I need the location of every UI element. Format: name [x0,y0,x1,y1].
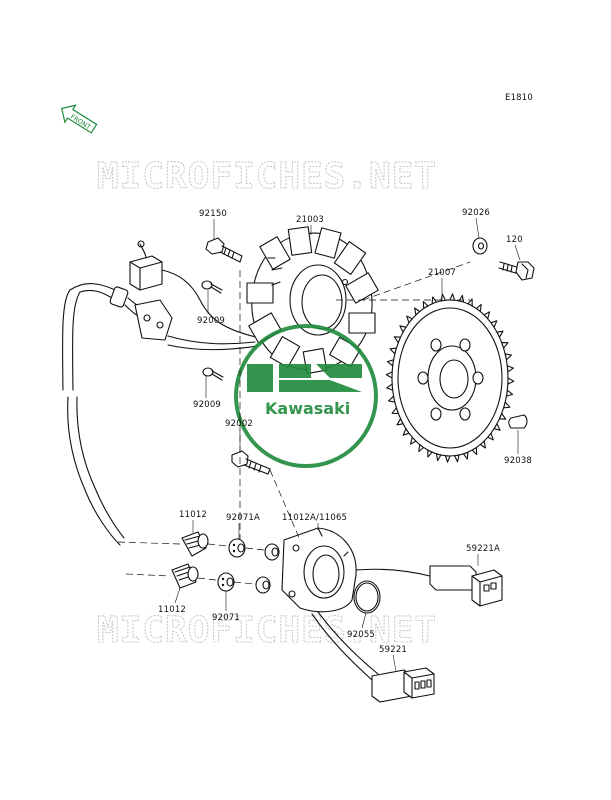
washer-92026 [472,237,488,255]
label-92002: 92002 [225,419,253,429]
kawasaki-logo: Kawasaki [234,324,378,468]
assembly-line-7 [269,469,301,541]
label-120: 120 [506,235,523,245]
gear-tooth [385,371,393,379]
gear-tooth [449,293,456,301]
o-ring-92055 [353,580,381,614]
plug-92071a [228,538,246,558]
label-92009-lower: 92009 [193,400,221,410]
label-21003: 21003 [296,215,324,225]
assembly-line-3 [125,573,256,585]
label-11012-lower: 11012 [158,605,186,615]
screw-92009-upper [201,280,223,294]
label-92026: 92026 [462,208,490,218]
bolt-92150 [205,237,243,263]
holder-plate-11012a-11065 [281,527,357,613]
wire-to-59221 [311,613,373,681]
grommet-11012-lower [171,563,199,589]
screw-92009-lower [202,367,224,381]
gear-tooth [444,455,451,463]
label-92071: 92071 [212,613,240,623]
kawasaki-brand-text: Kawasaki [265,399,350,418]
label-92009-upper: 92009 [197,316,225,326]
label-92150: 92150 [199,209,227,219]
wire-to-59221-b [317,611,379,675]
assembly-line-5 [362,261,471,301]
bolt-120 [498,261,535,281]
label-59221a: 59221A [466,544,500,554]
plug-92071 [217,572,235,592]
wire-to-59221a [355,568,431,577]
stator-wiring-harness [61,240,261,546]
connector-59221 [371,667,435,703]
label-92071a: 92071A [226,513,260,523]
watermark-bottom: MICROFICHES.NET [97,610,437,651]
rotor-flywheel-21007 [385,293,515,463]
bushing-upper [264,543,280,561]
diagram-code: E1810 [505,93,533,103]
assembly-line-1 [117,541,181,545]
label-59221: 59221 [379,645,407,655]
key-92038 [508,414,528,429]
label-92055: 92055 [347,630,375,640]
label-92038: 92038 [504,456,532,466]
bushing-lower [255,576,271,594]
assembly-line-2 [207,543,265,551]
grommet-11012-upper [181,531,209,557]
label-11012-upper: 11012 [179,510,207,520]
connector-59221a [429,565,503,607]
watermark-top: MICROFICHES.NET [97,156,437,197]
label-21007: 21007 [428,268,456,278]
gear-tooth [507,377,515,385]
label-11012a-11065: 11012A/11065 [282,513,347,523]
front-arrow-icon: FRONT [60,104,98,134]
